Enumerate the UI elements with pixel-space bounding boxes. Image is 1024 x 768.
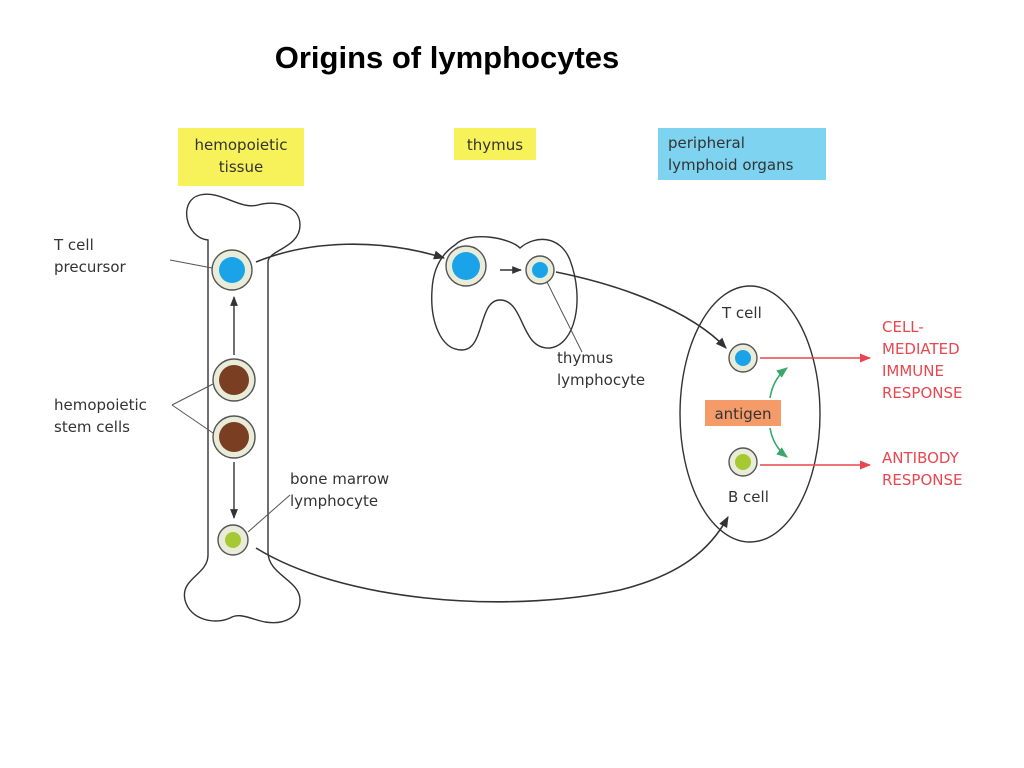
leader-stem-cells-lower (171, 404, 214, 434)
header-thymus: thymus (454, 128, 536, 160)
header-hemopoietic-tissue: hemopoietic tissue (178, 128, 304, 186)
label-cell-mediated-response: CELL- MEDIATED IMMUNE RESPONSE (882, 318, 963, 402)
svg-text:hemopoietic: hemopoietic (54, 396, 147, 414)
svg-text:ANTIBODY: ANTIBODY (882, 449, 960, 467)
t-cell (728, 343, 758, 373)
bone-marrow-lymphocyte-cell (217, 524, 249, 556)
label-bone-marrow-lymphocyte: bone marrow lymphocyte (290, 470, 389, 510)
leader-t-cell-precursor (169, 259, 213, 269)
svg-text:IMMUNE: IMMUNE (882, 362, 944, 380)
svg-text:thymus: thymus (557, 349, 613, 367)
leader-thymus-lymphocyte (546, 281, 583, 353)
arrow-marrow-to-peripheral (255, 516, 729, 603)
svg-text:thymus: thymus (467, 136, 523, 154)
label-t-cell: T cell (721, 304, 762, 322)
label-hemopoietic-stem-cells: hemopoietic stem cells (54, 396, 147, 436)
b-cell (728, 447, 758, 477)
antigen-box: antigen (705, 400, 781, 426)
stem-cell-upper (212, 358, 256, 402)
svg-text:RESPONSE: RESPONSE (882, 471, 963, 489)
header-peripheral-lymphoid-organs: peripheral lymphoid organs (658, 128, 826, 180)
label-t-cell-precursor: T cell precursor (53, 236, 127, 276)
label-b-cell: B cell (728, 488, 769, 506)
arrow-thymus-to-peripheral (555, 271, 727, 349)
leader-bone-marrow-lymphocyte (247, 494, 291, 533)
thymus-lymphocyte-cell (525, 255, 555, 285)
arrow-antigen-to-b-cell (769, 427, 788, 458)
bone-outline (183, 193, 301, 624)
svg-text:hemopoietic: hemopoietic (195, 136, 288, 154)
svg-text:CELL-: CELL- (882, 318, 924, 336)
stem-cell-lower (212, 415, 256, 459)
arrow-precursor-to-thymus (255, 243, 446, 263)
thymus-large-cell (445, 245, 487, 287)
svg-text:tissue: tissue (219, 158, 263, 176)
svg-text:peripheral: peripheral (668, 134, 745, 152)
svg-text:lymphocyte: lymphocyte (290, 492, 378, 510)
t-cell-precursor-cell (211, 249, 253, 291)
svg-text:antigen: antigen (714, 405, 771, 423)
page-title: Origins of lymphocytes (274, 40, 620, 75)
label-thymus-lymphocyte: thymus lymphocyte (557, 349, 645, 389)
arrow-antigen-to-t-cell (769, 367, 788, 399)
svg-text:precursor: precursor (54, 258, 127, 276)
svg-text:RESPONSE: RESPONSE (882, 384, 963, 402)
svg-text:MEDIATED: MEDIATED (882, 340, 960, 358)
svg-text:lymphoid organs: lymphoid organs (668, 156, 794, 174)
leader-stem-cells-upper (171, 383, 214, 406)
label-antibody-response: ANTIBODY RESPONSE (882, 449, 963, 489)
svg-text:bone marrow: bone marrow (290, 470, 389, 488)
svg-text:stem cells: stem cells (54, 418, 130, 436)
svg-text:lymphocyte: lymphocyte (557, 371, 645, 389)
svg-text:T cell: T cell (53, 236, 94, 254)
